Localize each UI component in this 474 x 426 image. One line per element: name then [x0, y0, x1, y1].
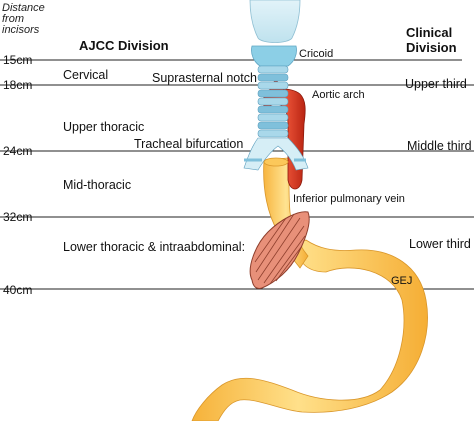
cricoid-cartilage: [251, 45, 297, 67]
landmark-suprasternal-notch: Suprasternal notch: [152, 71, 257, 85]
clinical-header: Clinical Division: [406, 25, 457, 55]
ajcc-lower-thoracic: Lower thoracic & intraabdominal:: [63, 240, 246, 254]
clinical-lower-third: Lower third: [409, 237, 471, 251]
ajcc-mid-thoracic: Mid-thoracic: [63, 178, 132, 192]
clinical-middle-third: Middle third: [407, 139, 472, 153]
trachea: [243, 65, 309, 171]
distance-40cm: 40cm: [3, 283, 33, 297]
distance-18cm: 18cm: [3, 78, 33, 92]
clinical-upper-third: Upper third: [405, 77, 467, 91]
ajcc-header: AJCC Division: [79, 38, 169, 53]
landmark-tracheal-bifurcation: Tracheal bifurcation: [134, 137, 244, 151]
landmark-inferior-pulmonary-vein: Inferior pulmonary vein: [293, 193, 405, 205]
stomach: [191, 239, 428, 422]
distance-header-line-2: from: [2, 13, 24, 25]
landmark-cricoid: Cricoid: [299, 48, 334, 60]
clinical-header-line-1: Clinical: [406, 25, 453, 40]
diaphragm-muscle: [249, 211, 310, 289]
landmark-aortic-arch: Aortic arch: [312, 89, 365, 101]
thyroid-cartilage: [249, 0, 301, 43]
clinical-header-line-2: Division: [406, 40, 457, 55]
distance-header-line-1: Distance: [2, 2, 45, 14]
esophagus-top: [263, 157, 289, 167]
ajcc-cervical: Cervical: [63, 68, 109, 82]
distance-24cm: 24cm: [3, 144, 33, 158]
distance-15cm: 15cm: [3, 53, 33, 67]
distance-32cm: 32cm: [3, 210, 33, 224]
landmark-gej: GEJ: [391, 275, 413, 287]
distance-header-line-3: incisors: [2, 24, 40, 36]
distance-header: Distance from incisors: [2, 3, 45, 36]
level-lines: [0, 59, 474, 290]
ajcc-upper-thoracic: Upper thoracic: [63, 120, 145, 134]
